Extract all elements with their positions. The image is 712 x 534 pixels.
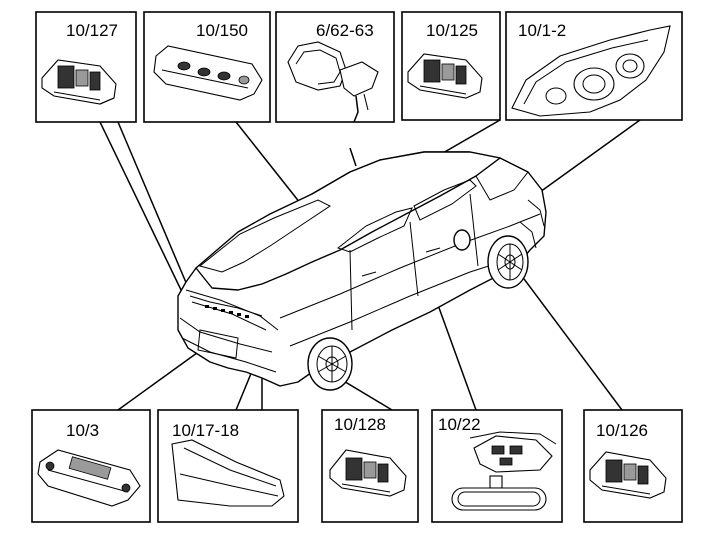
callout-box-10-150: 10/150 — [143, 11, 271, 123]
callout-box-10-127: 10/127 — [35, 11, 137, 123]
bulb-holder-icon — [41, 59, 117, 105]
callout-label-10-17-18: 10/17-18 — [172, 421, 239, 440]
bulb-holder-icon-2 — [407, 53, 483, 99]
high-brake-light-icon — [153, 45, 263, 101]
front-wheel — [487, 235, 529, 289]
callout-box-10-126: 10/126 — [583, 409, 683, 523]
leader-10-1 — [539, 119, 641, 193]
callout-box-10-17-18: 10/17-18 — [157, 409, 299, 523]
tail-light-icon — [171, 439, 285, 507]
leader-6-62 — [349, 147, 357, 167]
callout-box-6-62-63: 6/62-63 — [275, 11, 395, 123]
callout-box-10-128: 10/128 — [321, 409, 419, 523]
callout-label-10-126: 10/126 — [596, 421, 648, 440]
callout-label-10-127: 10/127 — [66, 21, 118, 40]
leader-10-127b — [117, 121, 191, 293]
callout-label-10-125: 10/125 — [426, 21, 478, 40]
callout-label-10-3: 10/3 — [66, 421, 99, 440]
car-illustration — [177, 151, 547, 391]
callout-label-10-22: 10/22 — [438, 415, 481, 434]
callout-label-6-62-63: 6/62-63 — [316, 21, 374, 40]
callout-box-10-125: 10/125 — [401, 11, 501, 121]
callout-box-10-1-2: 10/1-2 — [505, 11, 683, 121]
interior-light-mirror-icon — [451, 431, 557, 511]
leader-10-127 — [99, 121, 183, 293]
callout-label-10-150: 10/150 — [196, 21, 248, 40]
side-mirror-icon — [287, 41, 379, 123]
callout-box-10-22: 10/22 — [431, 409, 563, 523]
bulb-holder-icon-3 — [329, 449, 407, 497]
rear-wheel — [307, 337, 353, 391]
badge-lettering — [205, 305, 249, 318]
callout-label-10-128: 10/128 — [334, 415, 386, 434]
callout-label-10-1-2: 10/1-2 — [518, 21, 566, 40]
license-plate-lamp-icon — [37, 449, 141, 507]
bulb-holder-icon-4 — [589, 451, 667, 499]
headlight-icon — [511, 25, 671, 117]
callout-box-10-3: 10/3 — [31, 409, 151, 523]
